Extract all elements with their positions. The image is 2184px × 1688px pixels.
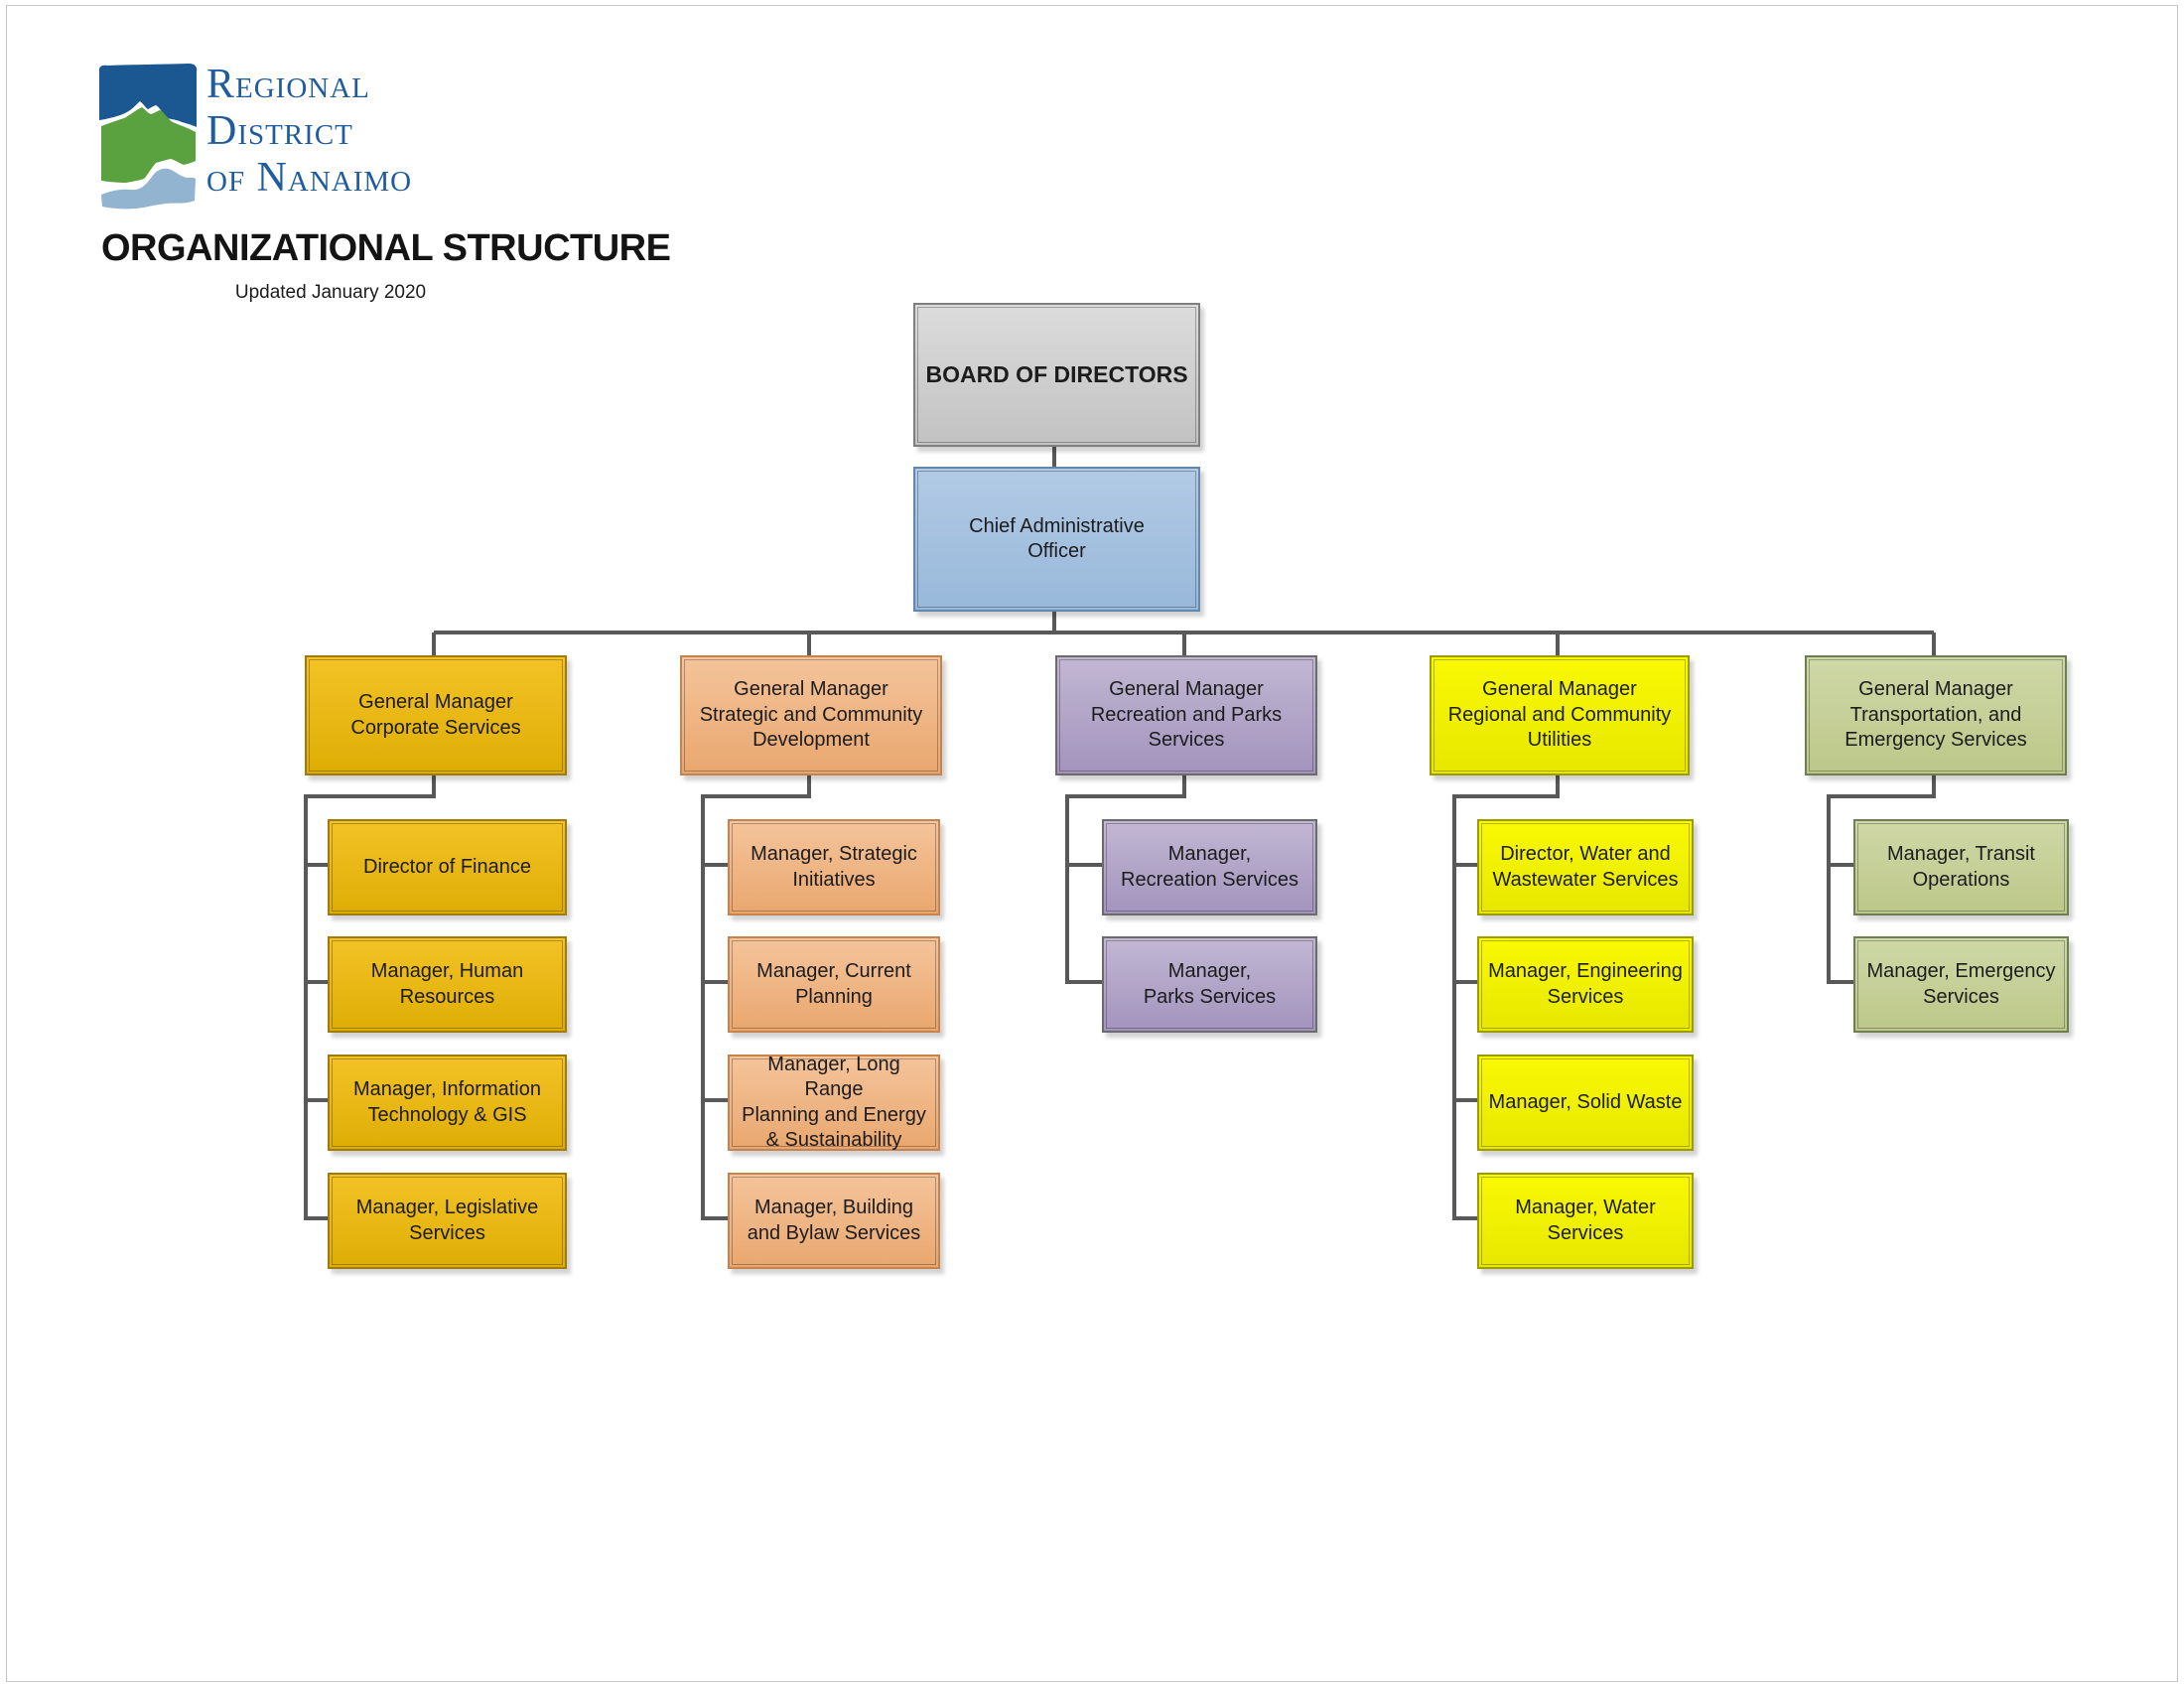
logo-word-of-nanaimo: of Nanaimo	[206, 155, 413, 201]
node-label: General Manager Strategic and Community …	[699, 678, 923, 752]
node-manager-parks-services: Manager, Parks Services	[1102, 936, 1317, 1033]
node-manager-recreation-services: Manager, Recreation Services	[1102, 819, 1317, 915]
node-label: Manager, Solid Waste	[1488, 1090, 1683, 1113]
node-label: Manager, Current Planning	[756, 960, 911, 1008]
node-manager-water-services: Manager, Water Services	[1477, 1173, 1694, 1269]
node-director-of-finance: Director of Finance	[328, 819, 567, 915]
node-label: Manager, Building and Bylaw Services	[747, 1196, 921, 1244]
node-label: Manager, Transit Operations	[1887, 843, 2035, 891]
node-label: General Manager Corporate Services	[350, 691, 521, 739]
node-label: Manager, Parks Services	[1143, 960, 1277, 1008]
node-label: General Manager Regional and Community U…	[1447, 678, 1672, 752]
node-label: Director, Water and Wastewater Services	[1492, 843, 1679, 891]
rdn-logo-wordmark: Regional District of Nanaimo	[206, 62, 412, 202]
node-label: General Manager Recreation and Parks Ser…	[1090, 678, 1283, 752]
node-manager-information-technology-gis: Manager, Information Technology & GIS	[328, 1055, 567, 1151]
node-label: Manager, Human Resources	[370, 960, 524, 1008]
node-manager-strategic-initiatives: Manager, Strategic Initiatives	[728, 819, 940, 915]
node-manager-solid-waste: Manager, Solid Waste	[1477, 1055, 1694, 1151]
logo-word-regional: Regional	[206, 62, 370, 107]
node-manager-long-range-planning: Manager, Long Range Planning and Energy …	[728, 1054, 940, 1151]
node-manager-transit-operations: Manager, Transit Operations	[1853, 819, 2069, 915]
node-manager-human-resources: Manager, Human Resources	[328, 936, 567, 1033]
node-label: Chief Administrative Officer	[969, 514, 1145, 562]
node-manager-legislative-services: Manager, Legislative Services	[328, 1173, 567, 1269]
node-label: Manager, Water Services	[1515, 1196, 1656, 1244]
logo-water-shape	[101, 168, 196, 210]
node-label: Manager, Strategic Initiatives	[751, 843, 917, 891]
node-label: Manager, Engineering Services	[1488, 960, 1683, 1008]
node-label: Manager, Information Technology & GIS	[353, 1078, 541, 1126]
node-gm-regional-community-utilities: General Manager Regional and Community U…	[1430, 655, 1690, 775]
node-board-of-directors: BOARD OF DIRECTORS	[913, 303, 1200, 447]
node-manager-building-bylaw-services: Manager, Building and Bylaw Services	[728, 1173, 940, 1269]
rdn-logo-icon	[98, 64, 198, 210]
node-label: Manager, Long Range Planning and Energy …	[742, 1053, 926, 1151]
node-label: General Manager Transportation, and Emer…	[1844, 678, 2027, 752]
node-chief-administrative-officer: Chief Administrative Officer	[913, 467, 1200, 612]
page-subtitle: Updated January 2020	[234, 282, 427, 303]
node-gm-strategic-community-development: General Manager Strategic and Community …	[680, 655, 942, 775]
node-label: Manager, Recreation Services	[1121, 843, 1298, 891]
page-title: ORGANIZATIONAL STRUCTURE	[101, 227, 671, 269]
node-label: BOARD OF DIRECTORS	[925, 360, 1188, 387]
node-label: Manager, Emergency Services	[1866, 960, 2056, 1008]
node-manager-current-planning: Manager, Current Planning	[728, 936, 940, 1033]
node-manager-emergency-services: Manager, Emergency Services	[1853, 936, 2069, 1033]
logo-word-district: District	[206, 108, 353, 154]
node-gm-recreation-parks-services: General Manager Recreation and Parks Ser…	[1055, 655, 1317, 775]
node-director-water-wastewater-services: Director, Water and Wastewater Services	[1477, 819, 1694, 915]
node-gm-corporate-services: General Manager Corporate Services	[305, 655, 567, 775]
node-manager-engineering-services: Manager, Engineering Services	[1477, 936, 1694, 1033]
logo-sky-shape	[98, 64, 198, 127]
node-label: Director of Finance	[363, 855, 531, 878]
logo-land-shape	[101, 107, 196, 183]
node-gm-transportation-emergency-services: General Manager Transportation, and Emer…	[1805, 655, 2067, 775]
node-label: Manager, Legislative Services	[355, 1196, 539, 1244]
